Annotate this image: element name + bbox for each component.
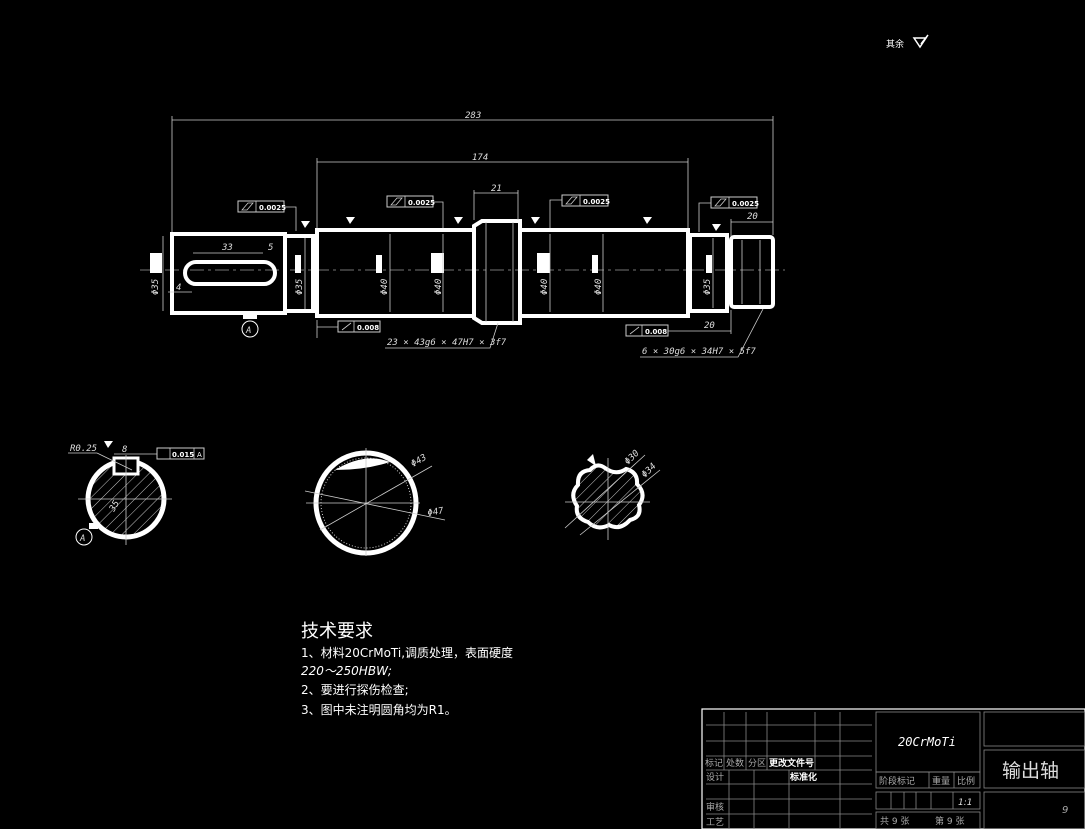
shaft-segment-3: [315, 228, 476, 318]
spline-diameter-30: Φ30: [623, 449, 642, 468]
tb-mark-label: 标记: [705, 757, 723, 769]
roughness-symbol-icon: [531, 217, 540, 224]
dim-middle-length: 174: [472, 153, 488, 163]
tech-req-line: 220～250HBW;: [301, 664, 392, 678]
title-block: 标记 处数 分区 更改文件号 设计 标准化 审核 工艺 阶段标记 重量 比例 2…: [701, 708, 1085, 829]
spline-diameter-34: Φ34: [640, 462, 659, 481]
key-radius-label: R0.25: [70, 444, 97, 454]
spline-section-view: Φ30 Φ34: [564, 449, 661, 540]
diameter-label: Φ35: [703, 279, 713, 295]
technical-requirements: 技术要求 1、材料20CrMoTi,调质处理，表面硬度 220～250HBW; …: [301, 621, 513, 717]
tb-scale-value: 1:1: [958, 798, 972, 808]
tb-material: 20CrMoTi: [898, 735, 956, 749]
tech-req-line: 3、图中未注明圆角均为R1。: [301, 702, 457, 717]
left-stub: [150, 253, 162, 273]
dimensions: 283 174 21 20 20 33 5 4: [168, 111, 774, 338]
roughness-symbol-icon: [104, 441, 113, 448]
tolerance-frame: 0.0025: [549, 194, 610, 228]
tech-req-line: 1、材料20CrMoTi,调质处理，表面硬度: [301, 645, 513, 660]
tb-design-label: 设计: [706, 771, 724, 783]
tb-docno-label: 更改文件号: [769, 757, 814, 769]
tolerance-frame: 0.0025: [386, 195, 444, 228]
key-datum-circle: A: [79, 534, 85, 544]
tolerance-frame: 0.0025: [698, 196, 759, 232]
tb-weight-label: 重量: [932, 775, 950, 787]
tb-standardize-label: 标准化: [789, 771, 817, 783]
diameter-label: Φ40: [434, 279, 444, 295]
gear-section-view: Φ43 Φ47: [304, 448, 445, 556]
roughness-symbol-icon: [712, 224, 721, 231]
tech-req-line: 2、要进行探伤检查;: [301, 682, 409, 697]
svg-text:0.015: 0.015: [172, 451, 194, 459]
tb-zone-label: 分区: [748, 758, 766, 769]
svg-text:0.0025: 0.0025: [259, 204, 286, 212]
tech-req-title: 技术要求: [301, 621, 373, 642]
tb-scale-label: 比例: [957, 775, 975, 787]
tolerance-frame: 0.008: [317, 320, 381, 333]
roughness-symbol-icon: [912, 34, 929, 49]
tb-review-label: 审核: [706, 801, 724, 813]
tb-stage-label: 阶段标记: [879, 775, 915, 787]
dim-overall-length: 283: [465, 111, 481, 121]
key-width-label: 8: [122, 445, 127, 455]
dim-right-shoulder: 20: [704, 321, 715, 331]
shaft-segment-5: [688, 233, 729, 313]
tb-part-name: 输出轴: [1002, 760, 1059, 782]
datum-circle: [241, 320, 259, 338]
roughness-symbol-icon: [301, 221, 310, 228]
svg-text:0.008: 0.008: [357, 324, 379, 332]
dim-gear-width: 21: [491, 184, 502, 194]
roughness-symbol-icon: [346, 217, 355, 224]
diameter-label: Φ35: [295, 279, 305, 295]
tolerance-frame: 0.008: [625, 324, 690, 337]
dim-key-depth: 4: [176, 283, 181, 293]
dim-right-end: 20: [747, 212, 758, 222]
svg-text:0.0025: 0.0025: [408, 199, 435, 207]
shaft-segment-2: [283, 234, 315, 313]
dim-keyway-length: 33: [221, 243, 233, 253]
tb-drawing-number: 9: [1062, 805, 1068, 816]
roughness-symbol-icon: [643, 217, 652, 224]
spline-spec-right: 6 × 30g6 × 34H7 × 5f7: [642, 347, 756, 357]
diameter-label: Φ40: [380, 279, 390, 295]
tolerance-frame: 0.0025: [237, 200, 297, 231]
datum-label: A: [245, 326, 251, 336]
diameter-label: Φ40: [540, 279, 550, 295]
diameter-label: Φ40: [594, 279, 604, 295]
svg-text:0.008: 0.008: [645, 328, 667, 336]
shaft-main-view: [150, 219, 775, 325]
tb-sheets: 共 9 张: [880, 816, 909, 827]
tolerance-frames: 0.0025 0.0025 0.0025 0.0025 0.008 0.008: [237, 194, 759, 337]
diameter-label: Φ35: [151, 279, 161, 295]
svg-text:0.0025: 0.0025: [583, 198, 610, 206]
tb-sheet-no: 第 9 张: [935, 815, 964, 827]
gear-diameter-43: Φ43: [410, 453, 429, 470]
tb-process-label: 工艺: [706, 817, 724, 828]
svg-text:0.0025: 0.0025: [732, 200, 759, 208]
roughness-symbols: [301, 217, 721, 231]
svg-text:A: A: [197, 451, 202, 459]
spline-spec-left: 23 × 43g6 × 47H7 × 3f7: [387, 338, 507, 348]
spline-end: [729, 235, 775, 309]
dim-keyway-width: 5: [268, 243, 273, 253]
tb-count-label: 处数: [726, 757, 744, 769]
gear-collar: [472, 219, 522, 325]
roughness-symbol-icon: [454, 217, 463, 224]
gear-diameter-47: Φ47: [427, 506, 445, 519]
roughness-note: 其余: [886, 38, 904, 50]
keyway-slot: [183, 260, 277, 286]
